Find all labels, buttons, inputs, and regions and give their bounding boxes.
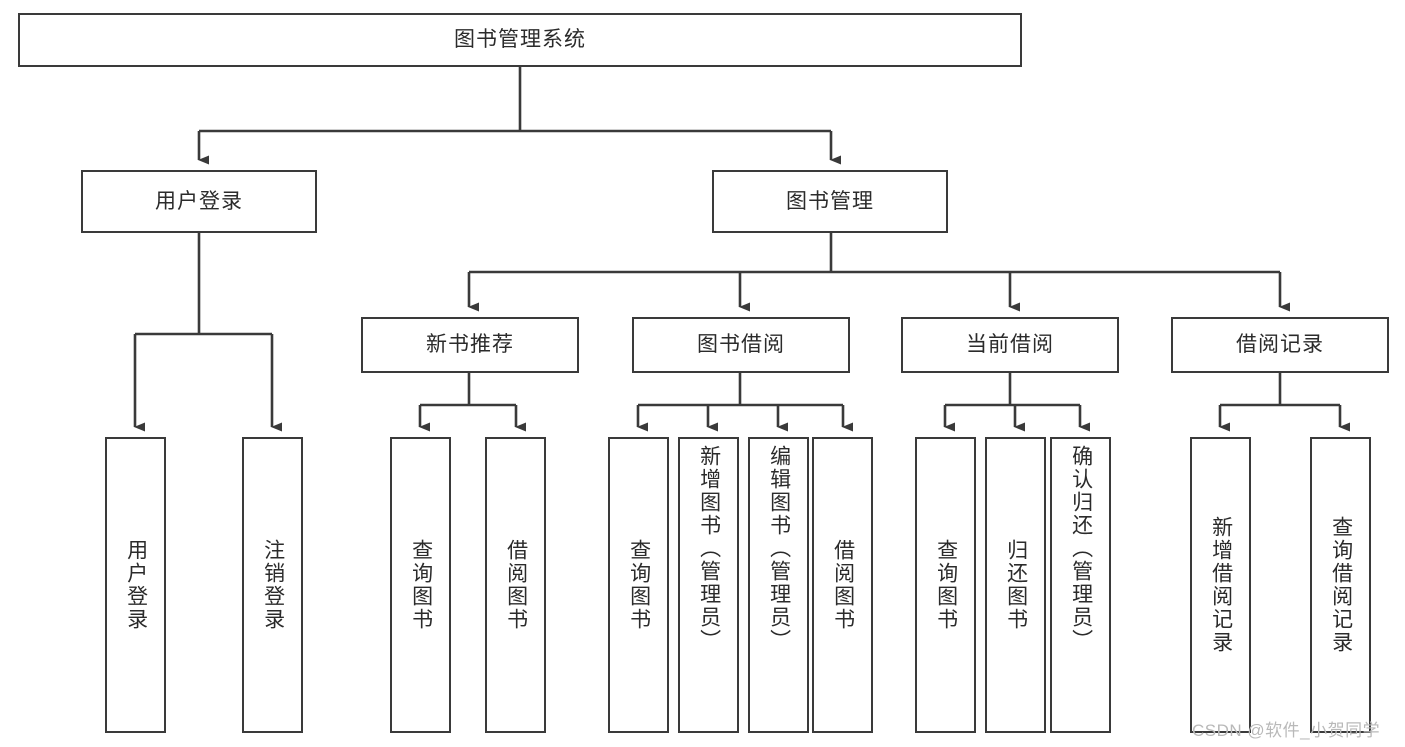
node-leaf-edit-book-admin[interactable]: 编辑图书（管理员） bbox=[748, 437, 809, 733]
node-leaf-return-book[interactable]: 归还图书 bbox=[985, 437, 1046, 733]
node-leaf-return-book-label: 归还图书 bbox=[1004, 539, 1028, 631]
node-leaf-logout-login-label: 注销登录 bbox=[261, 539, 285, 631]
node-leaf-add-borrow-record[interactable]: 新增借阅记录 bbox=[1190, 437, 1251, 733]
node-user-login[interactable]: 用户登录 bbox=[81, 170, 317, 233]
node-borrow-record-label: 借阅记录 bbox=[1236, 333, 1324, 357]
node-leaf-user-login-label: 用户登录 bbox=[124, 539, 148, 631]
node-leaf-add-borrow-record-label: 新增借阅记录 bbox=[1209, 516, 1233, 654]
node-leaf-borrow-book-1[interactable]: 借阅图书 bbox=[485, 437, 546, 733]
node-leaf-query-book-1[interactable]: 查询图书 bbox=[390, 437, 451, 733]
node-borrow-record[interactable]: 借阅记录 bbox=[1171, 317, 1389, 373]
node-leaf-confirm-return-admin[interactable]: 确认归还（管理员） bbox=[1050, 437, 1111, 733]
node-leaf-query-book-2[interactable]: 查询图书 bbox=[608, 437, 669, 733]
node-leaf-query-borrow-record[interactable]: 查询借阅记录 bbox=[1310, 437, 1371, 733]
node-root-label: 图书管理系统 bbox=[454, 28, 586, 52]
node-leaf-add-book-admin[interactable]: 新增图书（管理员） bbox=[678, 437, 739, 733]
node-root[interactable]: 图书管理系统 bbox=[18, 13, 1022, 67]
node-leaf-add-book-admin-label: 新增图书（管理员） bbox=[697, 445, 721, 652]
node-current-borrow-label: 当前借阅 bbox=[966, 333, 1054, 357]
node-leaf-query-book-1-label: 查询图书 bbox=[409, 539, 433, 631]
node-leaf-user-login[interactable]: 用户登录 bbox=[105, 437, 166, 733]
node-leaf-borrow-book-1-label: 借阅图书 bbox=[504, 539, 528, 631]
node-leaf-borrow-book-2[interactable]: 借阅图书 bbox=[812, 437, 873, 733]
node-book-management-label: 图书管理 bbox=[786, 189, 874, 213]
node-leaf-query-book-3-label: 查询图书 bbox=[934, 539, 958, 631]
node-leaf-query-borrow-record-label: 查询借阅记录 bbox=[1329, 516, 1353, 654]
node-book-management[interactable]: 图书管理 bbox=[712, 170, 948, 233]
node-book-borrow[interactable]: 图书借阅 bbox=[632, 317, 850, 373]
node-leaf-query-book-3[interactable]: 查询图书 bbox=[915, 437, 976, 733]
node-leaf-edit-book-admin-label: 编辑图书（管理员） bbox=[767, 445, 791, 652]
node-book-borrow-label: 图书借阅 bbox=[697, 333, 785, 357]
node-user-login-label: 用户登录 bbox=[155, 189, 243, 213]
node-new-book-recommend[interactable]: 新书推荐 bbox=[361, 317, 579, 373]
node-leaf-logout-login[interactable]: 注销登录 bbox=[242, 437, 303, 733]
node-current-borrow[interactable]: 当前借阅 bbox=[901, 317, 1119, 373]
node-new-book-recommend-label: 新书推荐 bbox=[426, 333, 514, 357]
node-leaf-borrow-book-2-label: 借阅图书 bbox=[831, 539, 855, 631]
node-leaf-confirm-return-admin-label: 确认归还（管理员） bbox=[1069, 445, 1093, 652]
csdn-watermark: CSDN @软件_小贺同学 bbox=[1192, 721, 1381, 740]
node-leaf-query-book-2-label: 查询图书 bbox=[627, 539, 651, 631]
